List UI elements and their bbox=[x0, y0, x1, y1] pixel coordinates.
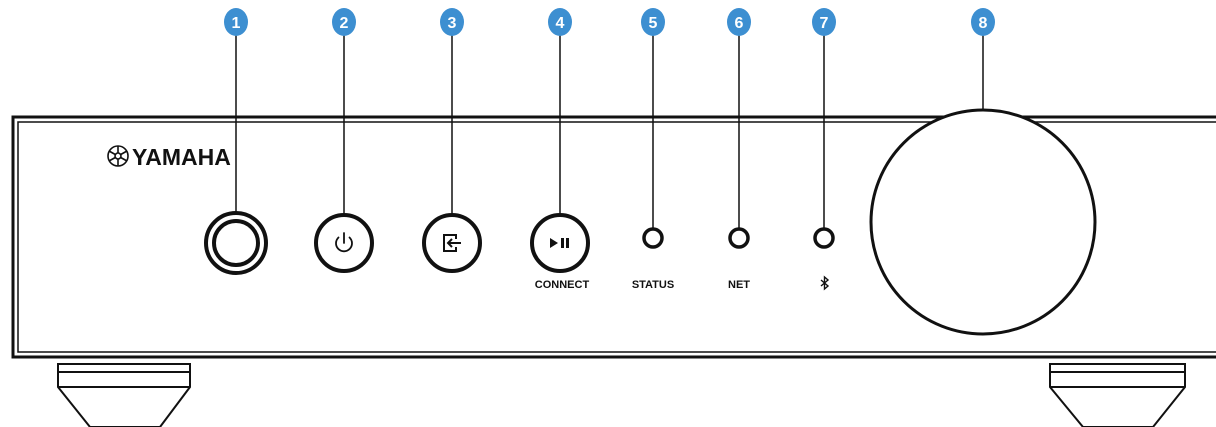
callout-7: 7 bbox=[812, 8, 836, 36]
bluetooth-icon bbox=[820, 275, 830, 291]
status-label: STATUS bbox=[632, 279, 674, 291]
callout-4: 4 bbox=[548, 8, 572, 36]
power-icon bbox=[335, 232, 353, 253]
callout-markers: 1 2 3 4 5 6 7 8 bbox=[224, 8, 995, 36]
callout-3: 3 bbox=[440, 8, 464, 36]
callout-1: 1 bbox=[224, 8, 248, 36]
svg-text:2: 2 bbox=[340, 15, 349, 32]
net-indicator bbox=[728, 227, 750, 249]
logo-text: YAMAHA bbox=[132, 144, 231, 170]
yamaha-logo: YAMAHA bbox=[107, 144, 231, 170]
left-foot bbox=[57, 363, 191, 427]
svg-text:1: 1 bbox=[232, 15, 241, 32]
connect-button[interactable] bbox=[530, 213, 590, 273]
net-label: NET bbox=[728, 279, 750, 291]
callout-5: 5 bbox=[641, 8, 665, 36]
connect-label: CONNECT bbox=[535, 279, 590, 291]
volume-knob[interactable] bbox=[869, 108, 1097, 336]
tuning-fork-emblem-icon bbox=[107, 145, 129, 167]
svg-text:3: 3 bbox=[448, 15, 457, 32]
input-icon bbox=[443, 234, 461, 252]
status-indicator bbox=[642, 227, 664, 249]
device-body bbox=[11, 115, 1216, 359]
headphone-jack[interactable] bbox=[204, 211, 268, 275]
power-button[interactable] bbox=[314, 213, 374, 273]
svg-text:8: 8 bbox=[979, 15, 988, 32]
callout-2: 2 bbox=[332, 8, 356, 36]
bluetooth-indicator bbox=[813, 227, 835, 249]
svg-text:6: 6 bbox=[735, 15, 744, 32]
svg-text:4: 4 bbox=[556, 15, 565, 32]
svg-text:5: 5 bbox=[649, 15, 658, 32]
svg-text:7: 7 bbox=[820, 15, 829, 32]
input-button[interactable] bbox=[422, 213, 482, 273]
callout-8: 8 bbox=[971, 8, 995, 36]
callout-6: 6 bbox=[727, 8, 751, 36]
right-foot bbox=[1049, 363, 1186, 427]
play-pause-icon bbox=[550, 238, 569, 248]
